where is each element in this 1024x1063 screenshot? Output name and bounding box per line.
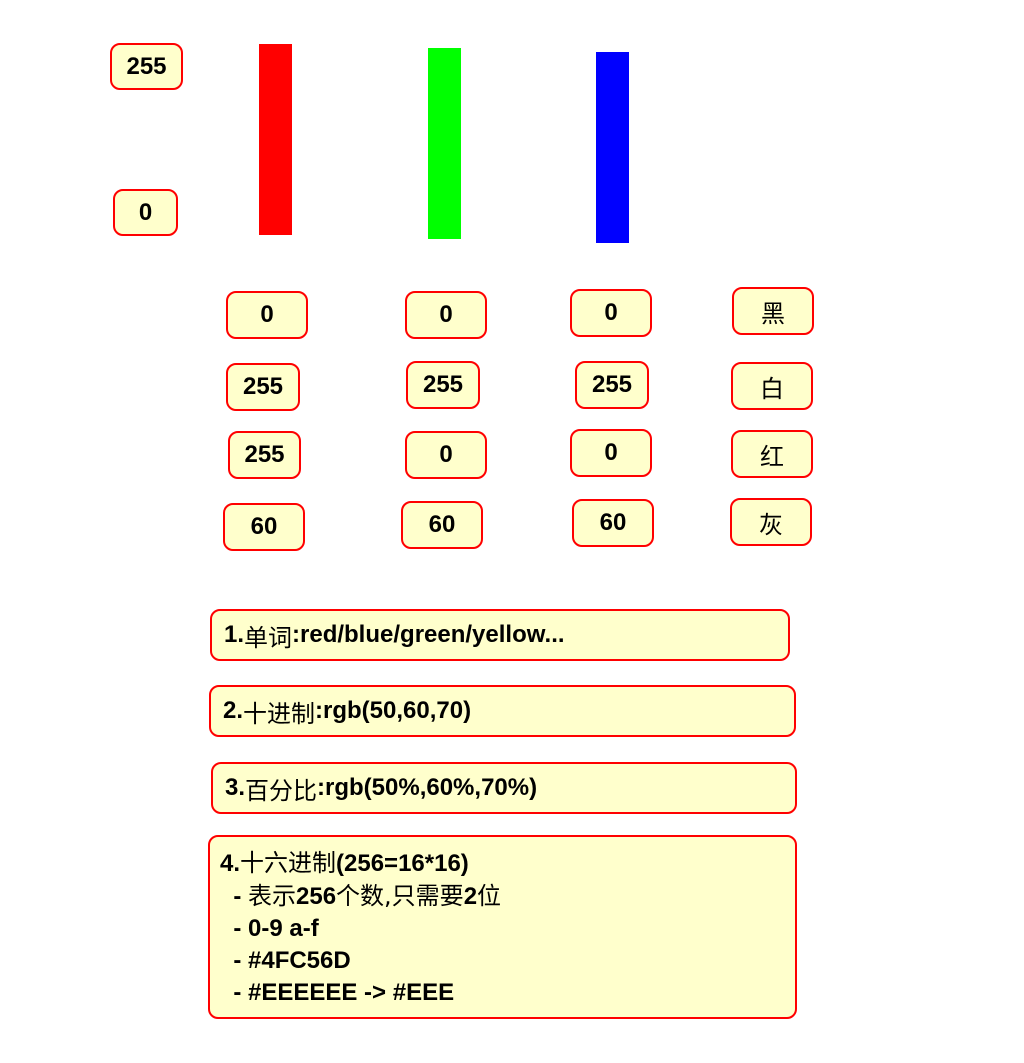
note-hex-line1: - 表示256个数,只需要2位 (220, 880, 795, 913)
note-hex-line1-num: 256 (296, 883, 337, 910)
red-green-value: 0 (405, 431, 487, 479)
red-blue-value: 0 (570, 429, 652, 477)
white-blue-value: 255 (575, 361, 649, 409)
note-hex-title-num: 4. (220, 850, 241, 877)
note-decimal-num: 2. (223, 697, 244, 724)
gray-blue-value: 60 (572, 499, 654, 547)
note-hex-line1-num2: 2 (463, 883, 478, 910)
black-label: 黑 (732, 287, 814, 335)
note-hex-line1-pre: - (220, 883, 248, 910)
black-green-value: 0 (405, 291, 487, 339)
blue-bar (596, 52, 629, 243)
note-hex-line2: - 0-9 a-f (220, 915, 319, 942)
note-hex-title-rest: (256=16*16) (336, 850, 469, 877)
gray-label: 灰 (730, 498, 812, 546)
note-hex-title: 4.十六进制(256=16*16) (220, 847, 795, 880)
gray-green-value: 60 (401, 501, 483, 549)
note-hex-line3: - #4FC56D (220, 947, 351, 974)
note-decimal-cn: 十进制 (243, 699, 316, 728)
note-keywords-cn: 单词 (244, 623, 293, 652)
scale-max-label: 255 (110, 43, 183, 90)
black-blue-value: 0 (570, 289, 652, 337)
note-keywords-num: 1. (224, 621, 245, 648)
scale-min-label: 0 (113, 189, 178, 236)
note-hex: 4.十六进制(256=16*16) - 表示256个数,只需要2位 - 0-9 … (208, 835, 797, 1019)
note-percent-num: 3. (225, 774, 246, 801)
note-hex-line4: - #EEEEEE -> #EEE (220, 979, 455, 1006)
note-percent-rest: :rgb(50%,60%,70%) (317, 774, 538, 801)
note-decimal-rest: :rgb(50,60,70) (315, 697, 472, 724)
red-red-value: 255 (228, 431, 301, 479)
red-label: 红 (731, 430, 813, 478)
note-decimal: 2.十进制:rgb(50,60,70) (209, 685, 796, 737)
white-label: 白 (731, 362, 813, 410)
gray-red-value: 60 (223, 503, 305, 551)
green-bar (428, 48, 461, 239)
black-red-value: 0 (226, 291, 308, 339)
note-keywords: 1.单词:red/blue/green/yellow... (210, 609, 790, 661)
note-hex-line1-cn3: 位 (477, 882, 502, 910)
note-percent: 3.百分比:rgb(50%,60%,70%) (211, 762, 797, 814)
note-hex-line1-cn1: 表示 (248, 882, 296, 910)
note-hex-line1-cn2: 个数,只需要 (336, 882, 464, 910)
white-green-value: 255 (406, 361, 480, 409)
note-hex-title-cn: 十六进制 (240, 849, 337, 877)
white-red-value: 255 (226, 363, 300, 411)
red-bar (259, 44, 292, 235)
note-keywords-rest: :red/blue/green/yellow... (292, 621, 565, 648)
note-percent-cn: 百分比 (245, 776, 318, 805)
